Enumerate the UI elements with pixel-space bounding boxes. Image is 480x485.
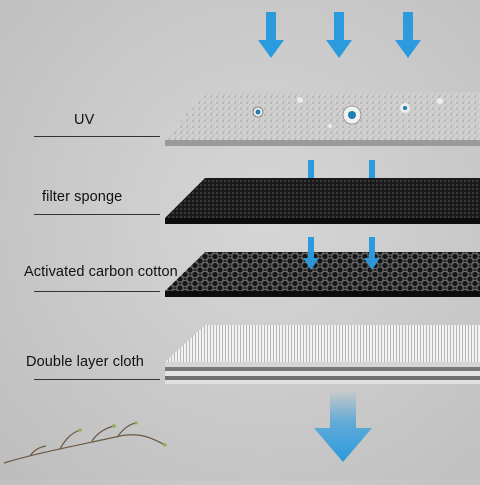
layer-label: UV [74, 112, 95, 128]
down-arrow-icon [326, 12, 352, 58]
label-rule [34, 214, 160, 215]
layer-label: Double layer cloth [26, 354, 144, 370]
down-arrow-icon [395, 12, 421, 58]
label-rule [34, 136, 160, 137]
uv-layer [165, 92, 480, 146]
down-arrow-icon [314, 390, 372, 462]
label-rule [34, 379, 160, 380]
filter-sponge-layer [165, 178, 480, 224]
label-rule [34, 291, 160, 292]
twig-icon [3, 421, 167, 464]
double-layer-cloth [165, 325, 480, 384]
layer-label: filter sponge [42, 189, 123, 205]
activated-carbon-layer [165, 240, 480, 297]
down-arrow-icon [258, 12, 284, 58]
layer-label: Activated carbon cotton [24, 264, 178, 280]
